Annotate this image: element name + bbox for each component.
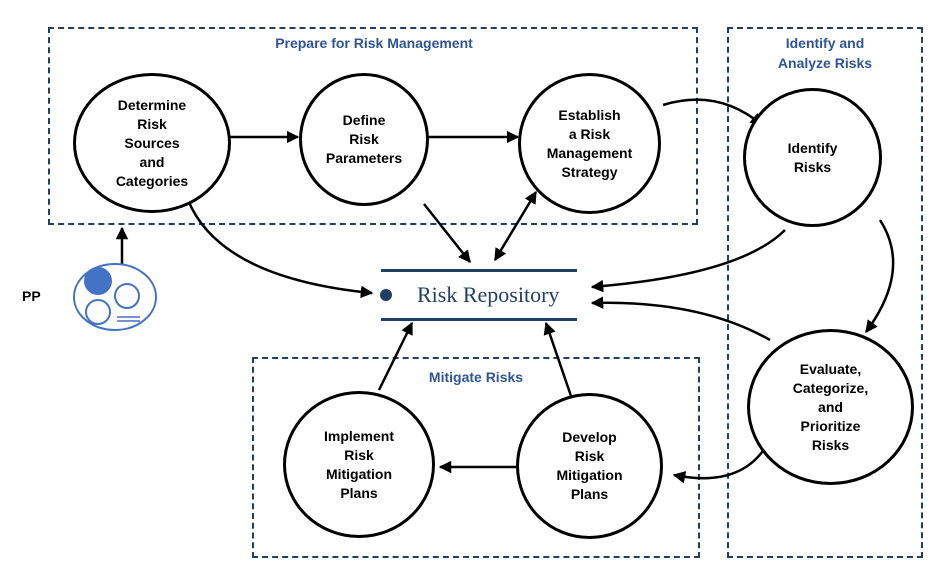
node-implement-mitigation-plans: Implement Risk Mitigation Plans (283, 391, 435, 538)
arrow-implement-to-repository (377, 321, 414, 391)
node-define-risk-parameters: Define Risk Parameters (299, 73, 429, 206)
node-define-label: Define Risk Parameters (325, 112, 403, 166)
arrow-establish-to-identify (662, 98, 763, 126)
arrow-define-to-repository (423, 203, 471, 263)
node-establish-strategy: Establish a Risk Management Strategy (518, 73, 661, 214)
node-determine-risk-sources: Determine Risk Sources and Categories (73, 73, 231, 213)
node-determine-label: Determine Risk Sources and Categories (115, 96, 189, 189)
arrow-determine-to-repository (186, 199, 374, 299)
arrow-evaluate-to-repository (590, 296, 771, 342)
identify-group-box (727, 27, 923, 558)
arrow-develop-to-repository (543, 321, 573, 397)
arrow-identify-to-repository (590, 229, 786, 293)
node-evaluate-risks: Evaluate, Categorize, and Prioritize Ris… (747, 329, 914, 485)
repository-bottom-bar (381, 318, 577, 321)
node-identify-risks: Identify Risks (743, 88, 882, 227)
node-develop-mitigation-plans: Develop Risk Mitigation Plans (516, 393, 663, 539)
node-develop-label: Develop Risk Mitigation Plans (556, 429, 623, 502)
mitigate-group-box (252, 357, 700, 558)
node-establish-label: Establish a Risk Management Strategy (546, 106, 633, 180)
repository-title: Risk Repository (417, 282, 560, 307)
arrow-repository-establish (493, 190, 538, 262)
arrow-identify-to-evaluate (864, 219, 895, 334)
mitigate-group-title: Mitigate Risks (428, 369, 524, 385)
identify-group-title: Identify and Analyze Risks (777, 35, 873, 71)
arrow-evaluate-to-develop (672, 447, 767, 484)
pp-label: PP (22, 288, 41, 304)
node-implement-label: Implement Risk Mitigation Plans (323, 427, 394, 501)
node-identify-label: Identify Risks (787, 139, 838, 175)
node-evaluate-label: Evaluate, Categorize, and Prioritize Ris… (792, 360, 869, 453)
prepare-group-title: Prepare for Risk Management (275, 35, 473, 51)
repository-bullet-icon (380, 289, 392, 301)
pp-process-icon (73, 263, 157, 331)
prepare-group-box (48, 27, 698, 225)
repository-top-bar (381, 269, 577, 272)
